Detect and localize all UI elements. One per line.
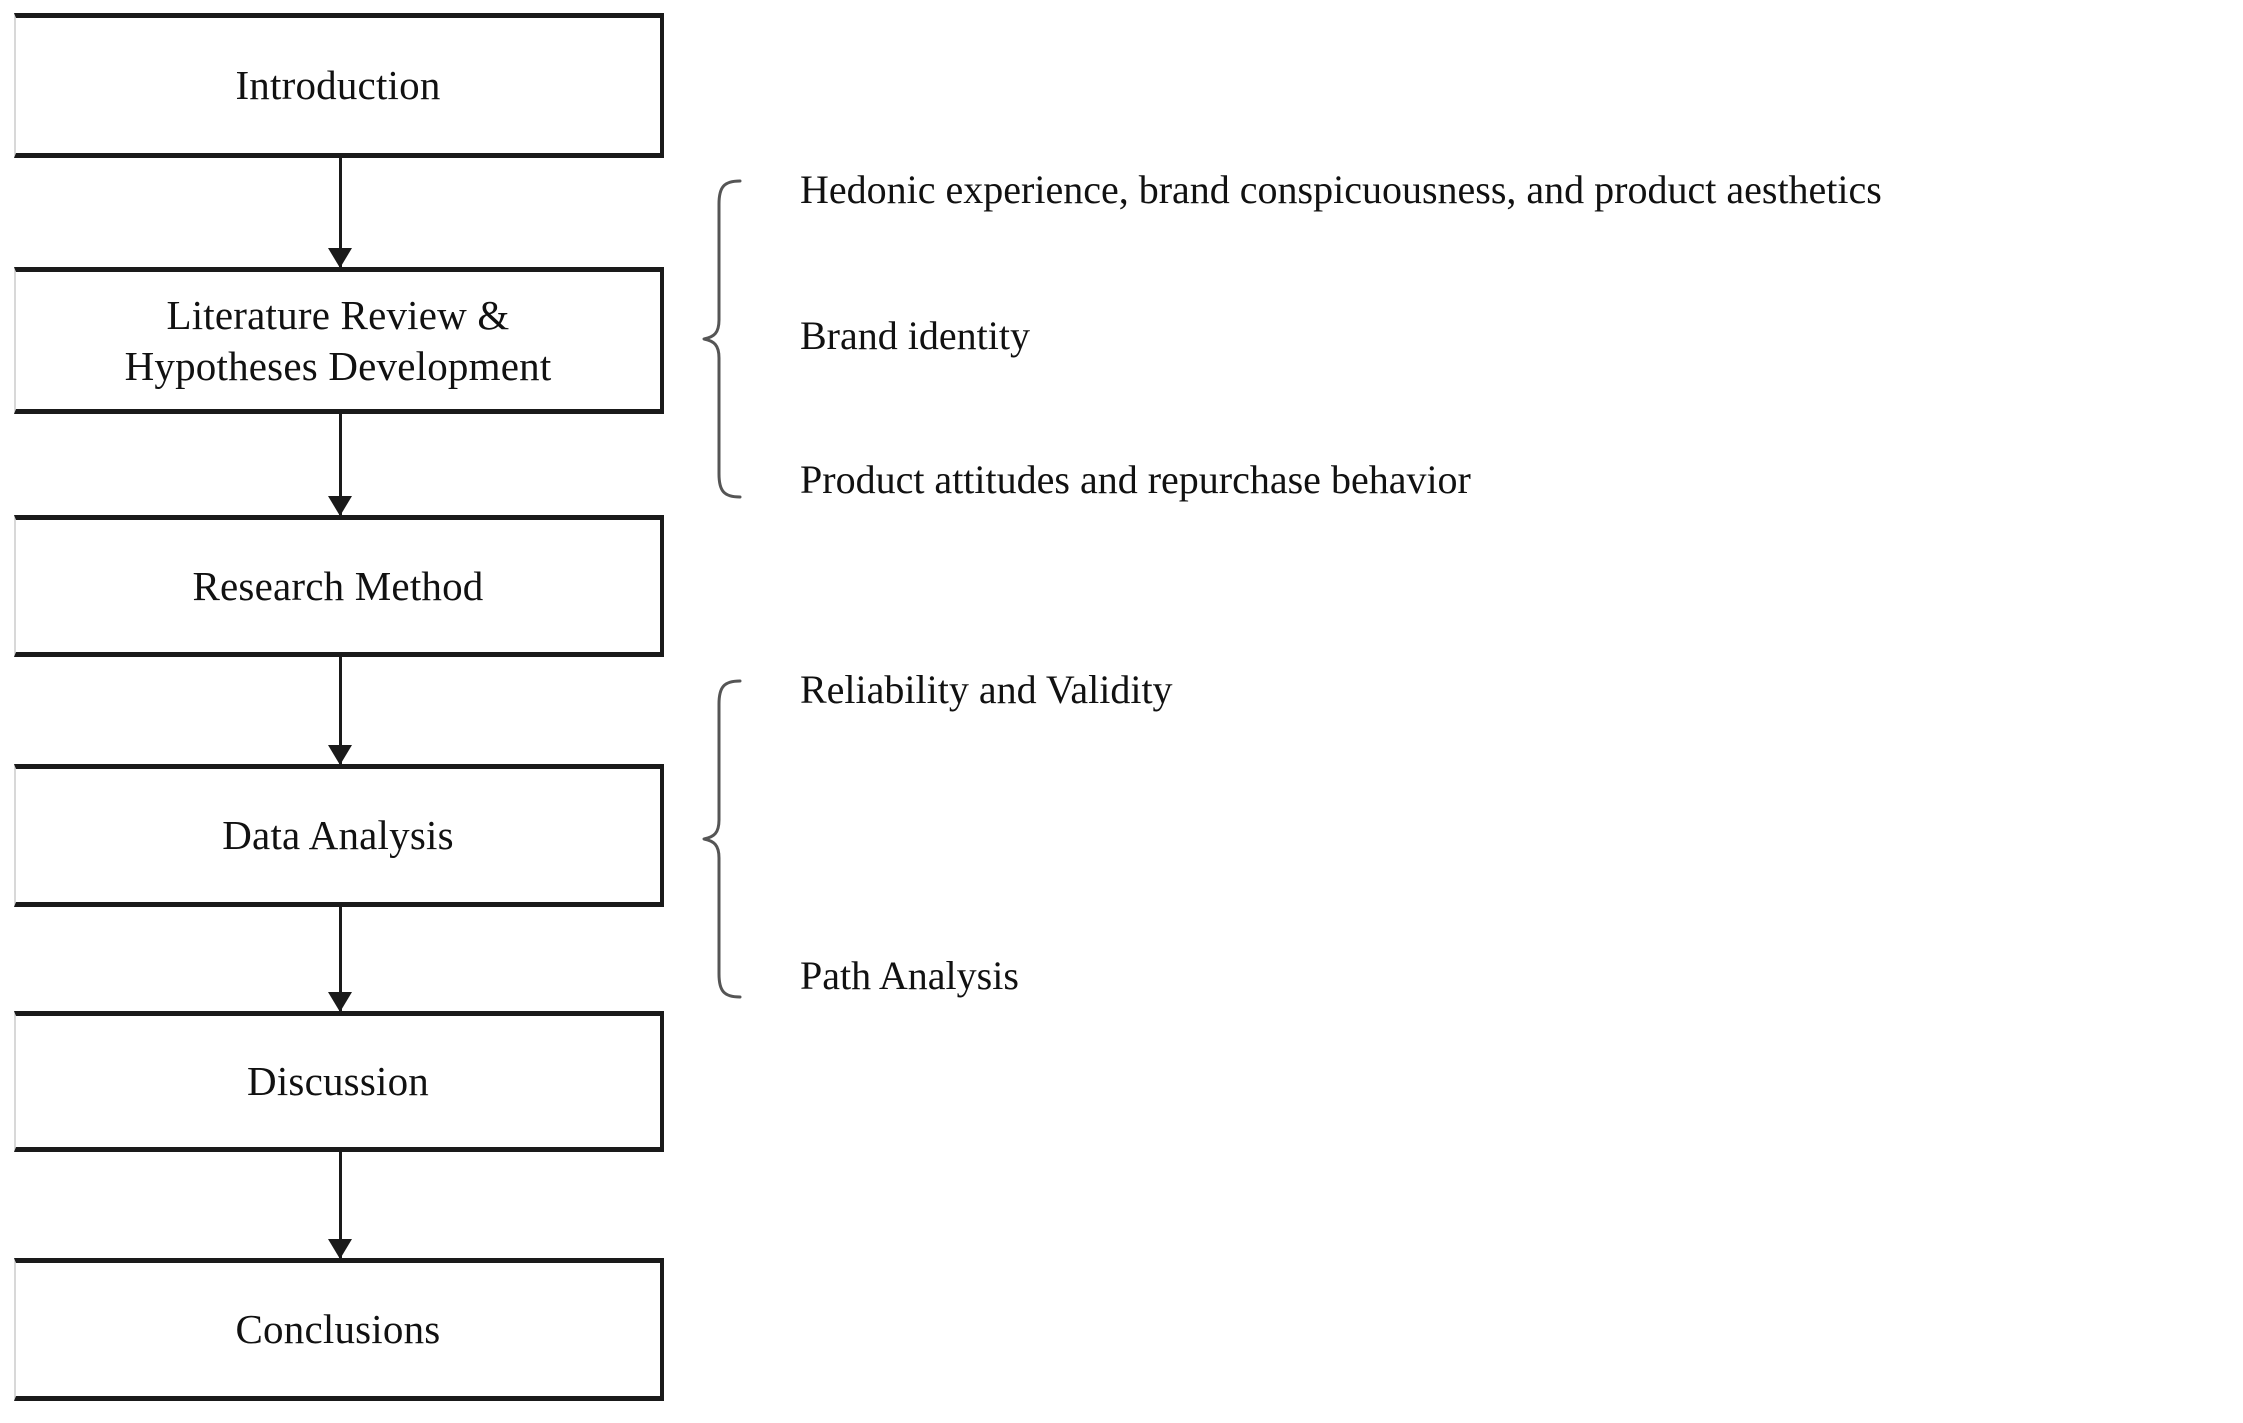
- flow-box-literature-review[interactable]: Literature Review & Hypotheses Developme…: [14, 267, 664, 414]
- annotation-hedonic-experience: Hedonic experience, brand conspicuousnes…: [800, 167, 1882, 212]
- annotation-brand-identity: Brand identity: [800, 313, 1030, 358]
- flow-box-label: Data Analysis: [222, 812, 454, 859]
- flow-box-label: Research Method: [192, 562, 484, 609]
- connector-arrow-discussion-to-conclusions: [328, 1152, 352, 1259]
- annotation-reliability-and-validity: Reliability and Validity: [800, 667, 1173, 712]
- connector-arrow-research-method-to-data-analysis: [328, 657, 352, 765]
- flow-box-research-method[interactable]: Research Method: [14, 515, 664, 657]
- connector-arrow-data-analysis-to-discussion: [328, 907, 352, 1012]
- flow-box-discussion[interactable]: Discussion: [14, 1011, 664, 1152]
- connector-arrow-introduction-to-literature-review: [328, 158, 352, 268]
- arrow-down-icon: [328, 248, 352, 268]
- flow-box-label-line1: Literature Review &: [166, 292, 510, 339]
- arrow-down-icon: [328, 496, 352, 516]
- annotation-product-attitudes: Product attitudes and repurchase behavio…: [800, 457, 1471, 502]
- flow-box-label: Discussion: [247, 1058, 429, 1105]
- flow-box-label: Conclusions: [235, 1306, 441, 1353]
- flow-box-label: Introduction: [235, 62, 441, 109]
- flow-box-conclusions[interactable]: Conclusions: [14, 1258, 664, 1401]
- flow-box-introduction[interactable]: Introduction: [14, 13, 664, 158]
- flow-box-label: Literature Review & Hypotheses Developme…: [16, 290, 660, 390]
- arrow-down-icon: [328, 745, 352, 765]
- connector-arrow-literature-review-to-research-method: [328, 414, 352, 516]
- flow-box-data-analysis[interactable]: Data Analysis: [14, 764, 664, 907]
- flow-box-label-line2: Hypotheses Development: [124, 342, 552, 389]
- arrow-down-icon: [328, 1239, 352, 1259]
- curly-brace-icon-analysis-group: [700, 678, 744, 1000]
- annotation-path-analysis: Path Analysis: [800, 953, 1019, 998]
- curly-brace-icon-literature-group: [700, 178, 744, 500]
- arrow-down-icon: [328, 992, 352, 1012]
